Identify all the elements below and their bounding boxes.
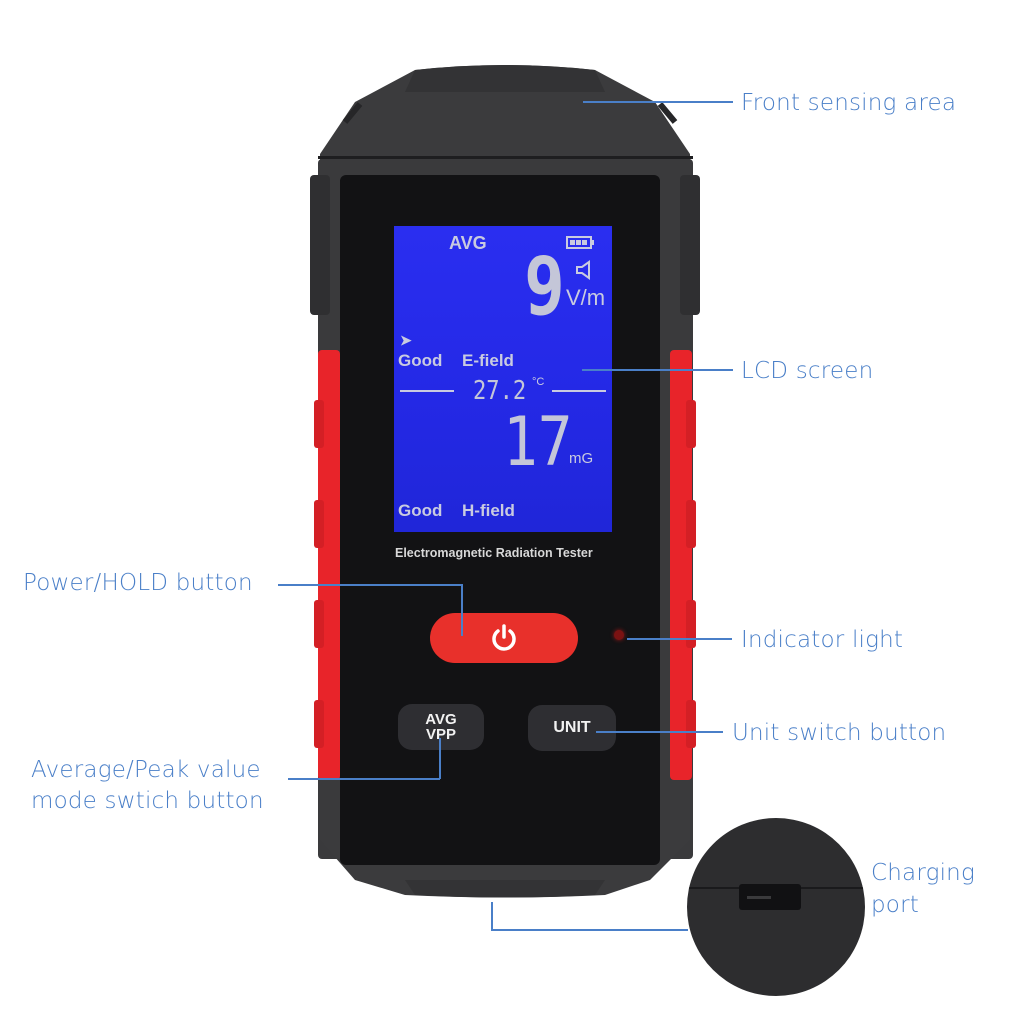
label-avg-peak-2: mode swtich button [31,788,264,814]
callout-line-indicator [627,638,732,640]
power-hold-button[interactable] [430,613,578,663]
unit-label: UNIT [553,719,591,736]
label-power-hold: Power/HOLD button [23,570,253,596]
speaker-icon [576,260,590,280]
h-field-status: Good [398,501,443,520]
right-red-grip [670,350,696,780]
left-upper-grip [310,175,330,315]
right-upper-grip [680,175,700,315]
avg-label: AVG [425,711,457,728]
battery-full-icon [566,236,594,249]
temperature-value: 27.2 [473,376,527,406]
lcd-screen [394,226,612,532]
label-front-sensing: Front sensing area [741,90,957,116]
callout-line-power-h [278,584,462,586]
lcd-divider-right [552,390,606,392]
label-charging-2: port [871,892,919,918]
label-unit-switch: Unit switch button [732,720,947,746]
e-field-label: E-field [462,351,514,370]
left-red-grip [314,350,340,780]
temperature-unit: °C [532,376,545,388]
vpp-label: VPP [425,726,456,743]
h-field-unit: mG [569,450,594,467]
callout-line-avg-h [288,778,440,780]
label-charging-1: Charging [871,860,975,886]
lcd-mode: AVG [449,233,487,253]
chevron-right-icon: ➤ [400,332,412,348]
usb-port-icon [739,884,801,910]
e-field-unit: V/m [566,285,606,310]
h-field-label: H-field [462,501,515,520]
power-icon [492,624,516,651]
avg-vpp-button[interactable]: AVG VPP [398,704,484,750]
label-indicator: Indicator light [741,627,904,653]
callout-line-lcd [582,369,733,371]
callout-line-power-v [461,584,463,636]
unit-button[interactable]: UNIT [528,705,616,751]
callout-line-front-sensing [583,101,733,103]
lcd-divider-left [400,390,454,392]
indicator-light [614,630,624,640]
label-avg-peak-1: Average/Peak value [31,757,261,783]
callout-line-unit [596,731,723,733]
model-name: Electromagnetic Radiation Tester [395,546,593,560]
charging-port-detail [687,818,865,996]
e-field-status: Good [398,351,443,370]
h-field-value: 17 [503,403,573,482]
callout-line-avg-v [439,738,441,779]
cap-seam [318,156,693,159]
callout-line-charging-h [491,929,688,931]
label-lcd: LCD screen [741,358,874,384]
callout-line-charging-v [491,902,493,930]
e-field-value: 9 [524,240,565,333]
front-sensing-cap [320,65,690,172]
